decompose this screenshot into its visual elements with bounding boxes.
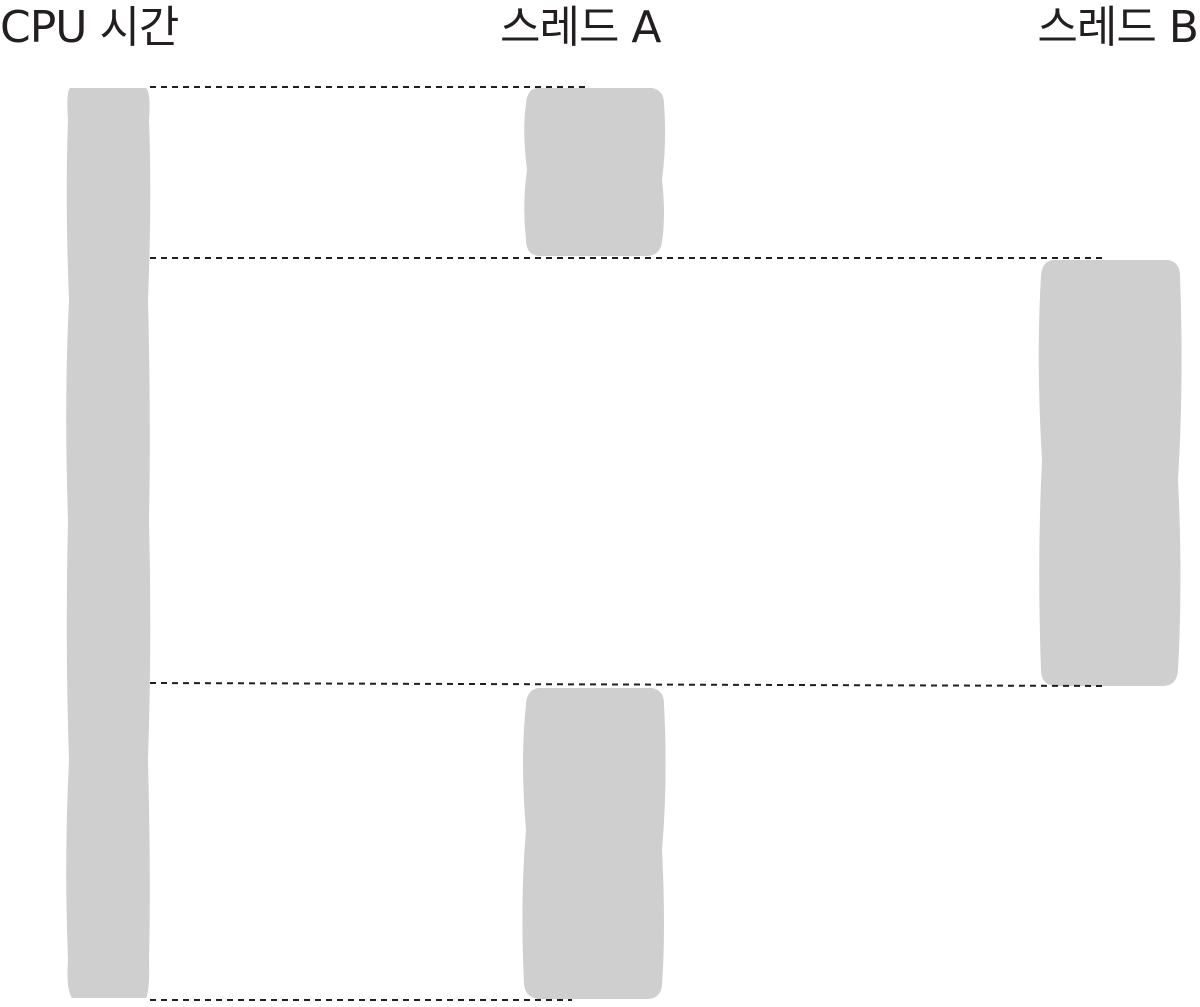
thread-a-block-1 <box>524 88 666 256</box>
cpu-time-bar <box>66 88 151 998</box>
thread-b-label: 스레드 B <box>1037 2 1199 53</box>
slice-boundary-3 <box>149 682 1106 687</box>
thread-a-block-2 <box>522 688 666 999</box>
cpu-time-label: CPU 시간 <box>0 2 179 53</box>
thread-b-block <box>1038 260 1182 686</box>
thread-a-label: 스레드 A <box>500 2 662 53</box>
